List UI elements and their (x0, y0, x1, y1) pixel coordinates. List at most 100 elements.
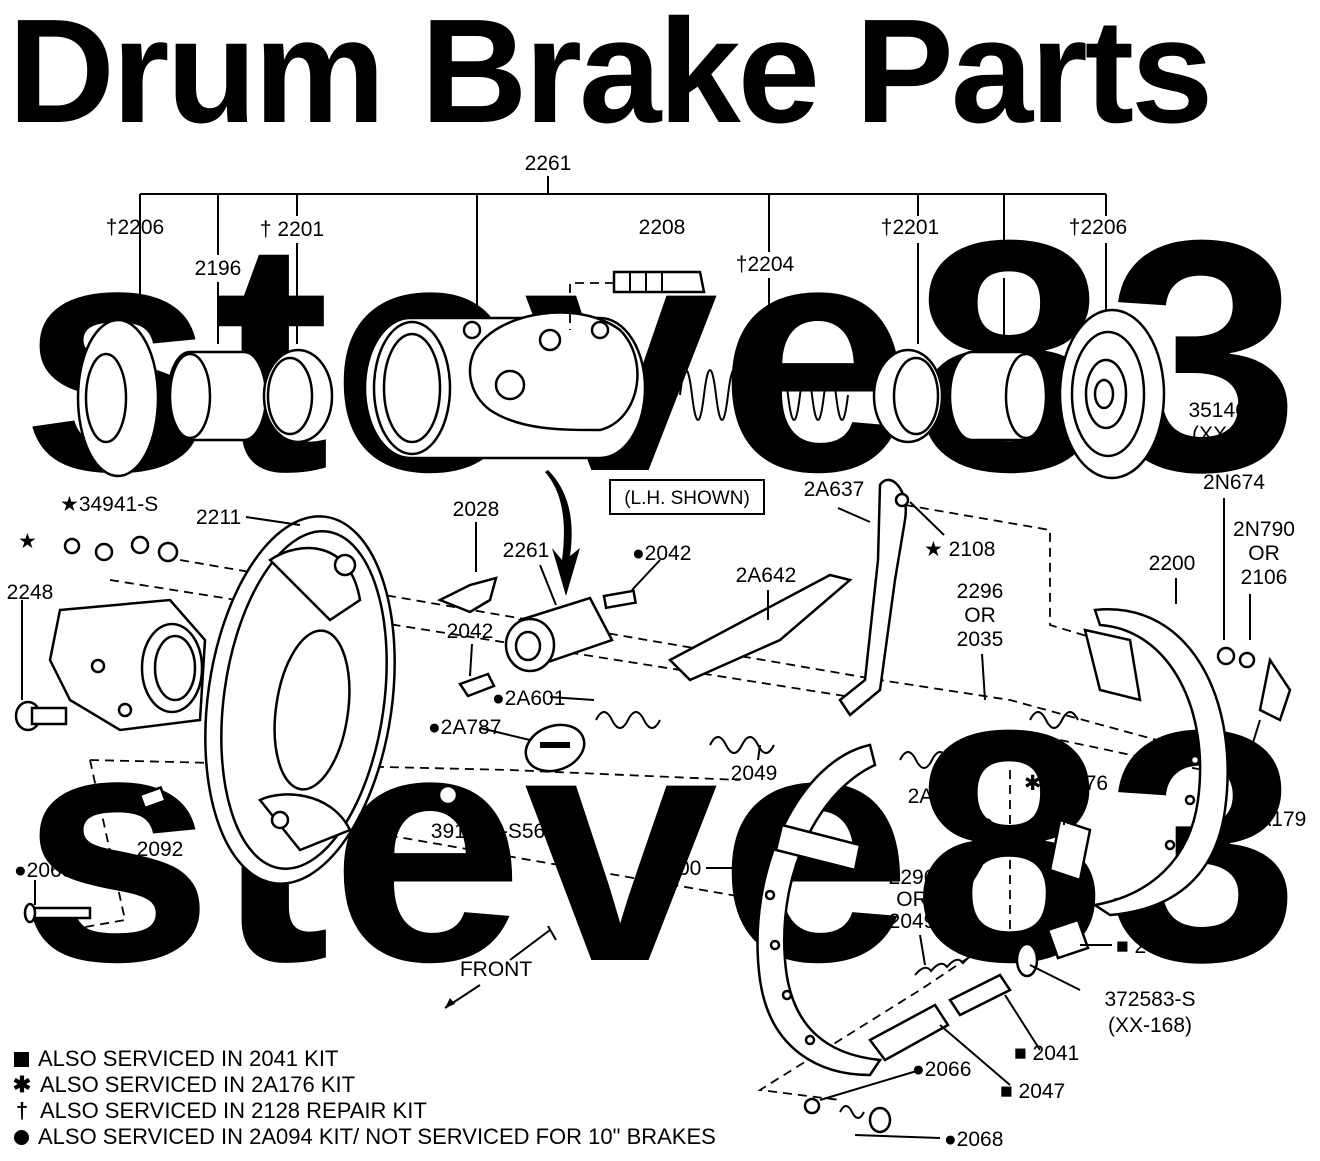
cable-2a178 (954, 819, 993, 911)
wheel-cylinder-bracket (139, 176, 1107, 352)
label-or: OR (964, 604, 996, 627)
label-2108: ★ 2108 (924, 538, 995, 561)
label-2042-bottom: 2042 (447, 620, 494, 643)
label-2049: 2049 (731, 762, 778, 785)
leader-lines (34, 498, 1261, 1139)
bolt-2248 (14, 700, 68, 732)
label-34941: ★34941-S (60, 493, 158, 516)
label-2047: ■ 2047 (1000, 1080, 1065, 1103)
label-2261-small: 2261 (503, 539, 550, 562)
legend-text: ALSO SERVICED IN 2A094 KIT/ NOT SERVICED… (38, 1124, 716, 1149)
label-391893: 391893-S56 (431, 820, 545, 843)
washer-2106 (1238, 651, 1256, 669)
label-2106: 2106 (1241, 566, 1288, 589)
legend-item: ALSO SERVICED IN 2041 KIT (10, 1046, 716, 1072)
spring-2035 (899, 751, 949, 769)
label-2028: 2028 (453, 498, 500, 521)
label-2201-left: † 2201 (260, 218, 324, 241)
label-2296-bottom: 2296 (889, 866, 936, 889)
spring-2296 (914, 954, 980, 976)
clip-2092 (138, 785, 168, 810)
label-2n674: 2N674 (1203, 471, 1265, 494)
page-title: Drum Brake Parts (8, 0, 1213, 154)
dagger-icon: † (15, 1098, 29, 1123)
label-2201-right: †2201 (881, 216, 939, 239)
label-xx168: (XX-168) (1108, 1014, 1192, 1037)
wheel-bearing-housing (48, 598, 207, 732)
brake-shoe-right (1083, 608, 1229, 917)
label-2069: ●2069 (14, 859, 73, 882)
label-xx352: (XX-352) (1192, 423, 1276, 446)
retainer-2068 (868, 1106, 892, 1134)
spring-right (1029, 711, 1079, 729)
adjuster-cam (524, 723, 586, 773)
callout-labels: 2261 †2206 2196 † 2201 2208 †2204 †2201 … (7, 152, 1307, 1151)
label-2a601: ●2A601 (492, 687, 565, 710)
label-2200-right: 2200 (1149, 552, 1196, 575)
label-or: OR (896, 888, 928, 911)
front-arrows (444, 925, 557, 1009)
arrow-down-icon (545, 470, 580, 596)
label-2196-left: 2196 (195, 257, 242, 280)
spring-2068 (839, 1105, 865, 1119)
pin-2108 (894, 492, 910, 508)
boot-2042 (458, 672, 496, 698)
dot-icon (14, 1129, 29, 1145)
socket-2048 (1046, 918, 1090, 960)
parking-lever (838, 478, 908, 717)
label-2048: ■ 2048 (1116, 935, 1181, 958)
label-2066: ●2066 (912, 1058, 971, 1081)
label-2261: 2261 (525, 152, 572, 175)
square-icon (14, 1051, 29, 1067)
legend-item: † ALSO SERVICED IN 2128 REPAIR KIT (10, 1098, 716, 1124)
label-351467: 351467-S (1188, 399, 1279, 422)
washer-2n674 (1216, 646, 1236, 666)
wheel-cylinder-small (504, 589, 638, 673)
lh-shown-box (609, 479, 765, 515)
label-2208: 2208 (639, 216, 686, 239)
pin-2066 (803, 1097, 821, 1115)
cylinder-body (363, 311, 647, 460)
adjusting-lever (667, 573, 853, 682)
label-2041: ■ 2041 (1014, 1042, 1079, 1065)
label-front: FRONT (460, 958, 532, 981)
label-lh-shown: (L.H. SHOWN) (624, 488, 750, 509)
label-2a642: 2A642 (736, 564, 797, 587)
legend-text: ALSO SERVICED IN 2A176 KIT (40, 1072, 356, 1097)
label-2200-left: 2200 (655, 857, 702, 880)
label-2035: 2035 (957, 628, 1004, 651)
cup-left (262, 348, 334, 444)
label-2a178: 2A178 (908, 785, 969, 808)
label-2a179: ✱2A179 (1228, 808, 1306, 831)
spring-coil (679, 369, 849, 421)
boot-left (76, 318, 160, 478)
label-star: ★ (18, 530, 37, 553)
cup-right (872, 348, 944, 444)
label-2042-top: ●2042 (632, 542, 691, 565)
label-2296-top: 2296 (957, 580, 1004, 603)
label-2206-left: †2206 (106, 216, 164, 239)
label-2068: ●2068 (944, 1128, 1003, 1151)
screw-2041 (948, 973, 1012, 1017)
spring-2049 (709, 736, 775, 754)
label-2206-right: †2206 (1069, 216, 1127, 239)
label-372583: 372583-S (1104, 988, 1195, 1011)
label-2092: 2092 (137, 838, 184, 861)
bleeder-screw (569, 270, 706, 330)
nut-391893 (437, 784, 459, 806)
legend-text: ALSO SERVICED IN 2041 KIT (38, 1046, 339, 1071)
piston-left (166, 350, 268, 442)
label-2248: 2248 (7, 581, 54, 604)
label-2n790: 2N790 (1233, 518, 1295, 541)
anchor-plate (436, 576, 498, 614)
nuts-34941 (63, 535, 179, 563)
backing-plate (204, 515, 396, 885)
label-2204: †2204 (736, 253, 795, 276)
label-2a176: ✱ 2A176 (1024, 772, 1108, 795)
legend-item: ALSO SERVICED IN 2A094 KIT/ NOT SERVICED… (10, 1124, 716, 1150)
legend-item: ✱ ALSO SERVICED IN 2A176 KIT (10, 1072, 716, 1098)
pivot-2047 (868, 1003, 950, 1062)
lever-2a176 (1048, 818, 1092, 882)
asterisk-icon: ✱ (12, 1072, 32, 1097)
